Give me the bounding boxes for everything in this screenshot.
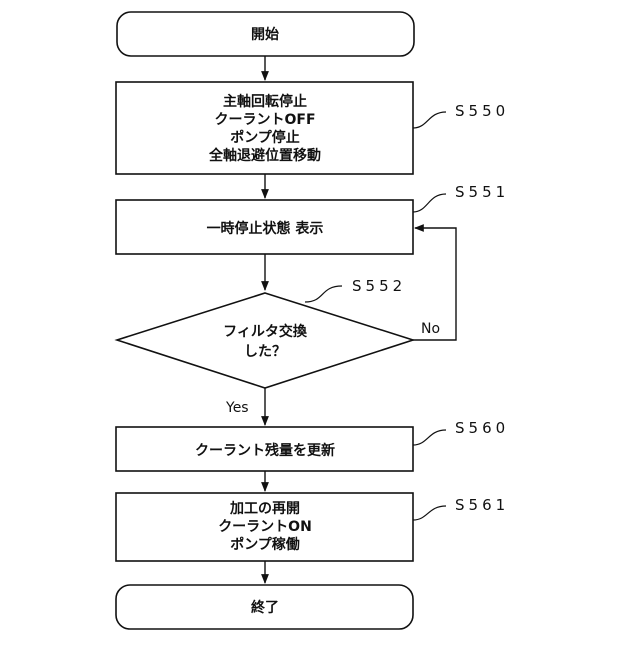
s550-line-4: 全軸退避位置移動 <box>208 147 321 164</box>
s552-step-label: S552 <box>352 277 406 295</box>
s550-step-label: S550 <box>455 102 509 120</box>
s561-line-3: ポンプ稼働 <box>230 536 300 553</box>
s551-step-label: S551 <box>455 183 509 201</box>
s561-step-label: S561 <box>455 496 509 514</box>
s550-leader <box>413 112 446 128</box>
s552-line-2: した？ <box>244 344 286 360</box>
s552-leader <box>305 286 342 302</box>
s561-line-2: クーラントON <box>218 519 312 535</box>
s560-leader <box>413 430 446 445</box>
end-label: 終了 <box>251 599 279 616</box>
decision-diamond-s552 <box>117 293 413 388</box>
s550-line-2: クーラントOFF <box>214 112 315 128</box>
yes-branch-label: Yes <box>225 400 249 416</box>
s561-line-1: 加工の再開 <box>229 501 300 517</box>
s552-line-1: フィルタ交換 <box>223 323 308 340</box>
s560-step-label: S560 <box>455 419 509 437</box>
s560-line-1: クーラント残量を更新 <box>195 442 335 459</box>
s550-line-3: ポンプ停止 <box>230 129 300 146</box>
s550-line-1: 主軸回転停止 <box>223 93 307 110</box>
s551-leader <box>413 194 446 212</box>
no-branch-label: No <box>421 321 440 337</box>
s561-leader <box>413 506 446 520</box>
s551-line-1: 一時停止状態 表示 <box>207 220 324 237</box>
start-label: 開始 <box>251 26 279 43</box>
